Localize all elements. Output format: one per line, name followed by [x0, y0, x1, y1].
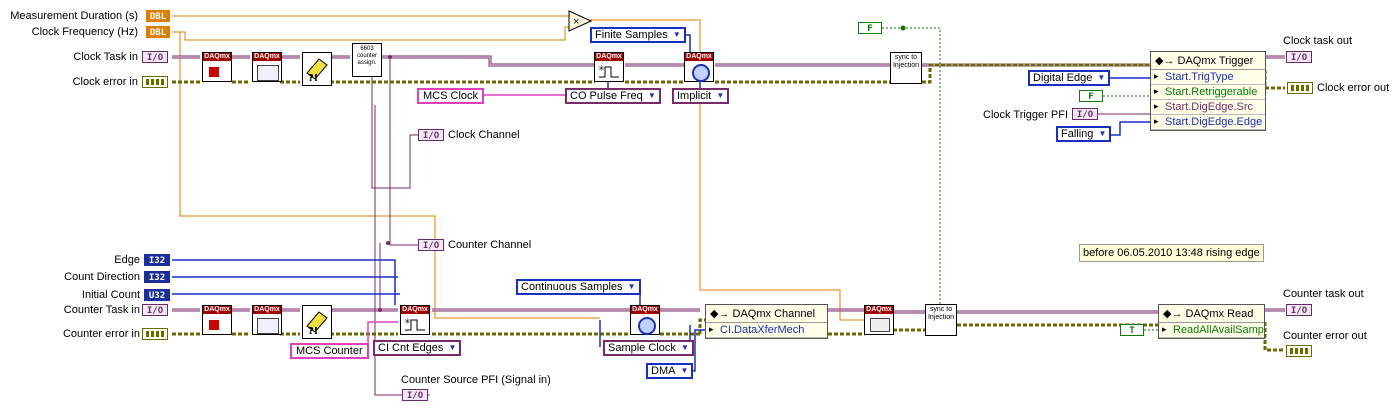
dma-constant[interactable]: DMA — [646, 363, 694, 379]
sync-to-injection-vi-2[interactable]: sync to Injection — [925, 304, 957, 336]
bool-wires — [882, 27, 1160, 331]
sync-to-injection-vi-1[interactable]: sync to Injection — [890, 52, 922, 84]
measurement-duration-terminal[interactable]: DBL — [146, 10, 170, 22]
count-direction-terminal[interactable]: I32 — [144, 271, 170, 283]
daqmx-clear-task-vi-2[interactable]: DAQmx — [202, 305, 232, 335]
initial-count-terminal[interactable]: U32 — [144, 289, 170, 301]
error-wires — [172, 63, 1285, 352]
measurement-duration-label: Measurement Duration (s) — [10, 10, 138, 22]
clock-task-out-label: Clock task out — [1283, 35, 1353, 47]
clear-errors-vi[interactable]: ?! — [302, 52, 332, 86]
channel-row-data-xfer-mech[interactable]: CI.DataXferMech — [706, 323, 827, 338]
daqmx-start-task-vi[interactable]: DAQmx — [864, 305, 894, 335]
counter-error-out-label: Counter error out — [1283, 330, 1367, 342]
counter-error-out-terminal[interactable] — [1286, 345, 1312, 357]
stop-icon — [209, 320, 219, 330]
trigger-row-dig-edge-src[interactable]: Start.DigEdge.Src — [1151, 100, 1265, 115]
clock-error-out-terminal[interactable] — [1287, 82, 1313, 94]
channel-node-title: DAQmx Channel — [732, 308, 816, 320]
clock-icon — [638, 317, 656, 335]
eraser-icon: ?! — [306, 58, 328, 84]
counter-task-in-terminal[interactable]: I/O — [142, 304, 168, 316]
counter-task-out-terminal[interactable]: I/O — [1286, 304, 1312, 316]
property-node-icon: ◆→ — [1163, 308, 1186, 320]
trigger-row-trig-type[interactable]: Start.TrigType — [1151, 70, 1265, 85]
svg-text:✳: ✳ — [598, 64, 605, 73]
svg-text:×: × — [573, 16, 579, 28]
dbl-wires — [172, 15, 865, 321]
svg-text:?!: ?! — [308, 326, 318, 336]
counter-channel-terminal[interactable]: I/O — [418, 239, 444, 251]
edge-label: Edge — [114, 254, 140, 266]
task-icon — [257, 318, 279, 334]
clock-trigger-pfi-label: Clock Trigger PFI — [983, 109, 1068, 121]
daqmx-channel-property-node[interactable]: ◆→ DAQmx Channel CI.DataXferMech — [705, 304, 828, 339]
continuous-samples-constant[interactable]: Continuous Samples — [516, 279, 641, 295]
clock-task-in-terminal[interactable]: I/O — [142, 51, 168, 63]
finite-samples-constant[interactable]: Finite Samples — [590, 27, 686, 43]
svg-text:?!: ?! — [308, 73, 318, 83]
daqmx-timing-clock-vi[interactable]: DAQmx — [684, 52, 714, 82]
trigger-row-retriggerable[interactable]: Start.Retriggerable — [1151, 85, 1265, 100]
daqmx-clear-task-vi[interactable]: DAQmx — [202, 52, 232, 82]
count-direction-label: Count Direction — [64, 271, 140, 283]
counter-task-in-label: Counter Task in — [63, 304, 140, 316]
ci-cnt-edges-constant[interactable]: CI Cnt Edges — [373, 340, 462, 356]
multiply-node[interactable]: × — [568, 10, 592, 32]
mcs-counter-constant[interactable]: MCS Counter — [290, 343, 369, 359]
bool-false-constant-2[interactable]: F — [1079, 90, 1103, 102]
property-node-icon: ◆→ — [1155, 55, 1178, 67]
counter-task-out-label: Counter task out — [1283, 288, 1364, 300]
clock-frequency-terminal[interactable]: DBL — [146, 26, 170, 38]
counter-source-pfi-label: Counter Source PFI (Signal in) — [401, 374, 551, 386]
read-row-read-all-avail-samp[interactable]: ReadAllAvailSamp — [1159, 323, 1264, 338]
clock-trigger-pfi-terminal[interactable]: I/O — [1072, 108, 1098, 120]
counter-source-pfi-terminal[interactable]: I/O — [402, 389, 428, 401]
mcs-clock-constant[interactable]: MCS Clock — [417, 88, 485, 104]
counter-error-in-terminal[interactable] — [142, 328, 168, 340]
sample-clock-constant[interactable]: Sample Clock — [603, 340, 694, 356]
clock-channel-label: Clock Channel — [448, 129, 520, 141]
bool-false-constant-1[interactable]: F — [858, 22, 882, 34]
daqmx-create-ci-channel-vi[interactable]: DAQmx ✳ — [400, 305, 430, 335]
clock-error-in-label: Clock error in — [72, 76, 138, 88]
clock-channel-terminal[interactable]: I/O — [418, 129, 444, 141]
property-node-icon: ◆→ — [710, 308, 733, 320]
svg-text:✳: ✳ — [404, 317, 411, 326]
clock-task-in-label: Clock Task in — [73, 51, 138, 63]
clock-frequency-label: Clock Frequency (Hz) — [31, 26, 138, 38]
trigger-node-title: DAQmx Trigger — [1177, 55, 1254, 67]
counter-assign-vi[interactable]: 6603 counter assign. — [352, 43, 382, 77]
eraser-icon: ?! — [306, 311, 328, 337]
implicit-constant[interactable]: Implicit — [672, 88, 730, 104]
daqmx-read-property-node[interactable]: ◆→ DAQmx Read ReadAllAvailSamp — [1158, 304, 1265, 339]
read-node-title: DAQmx Read — [1185, 308, 1254, 320]
initial-count-label: Initial Count — [81, 289, 140, 301]
daqmx-create-task-vi-2[interactable]: DAQmx — [252, 305, 282, 335]
comment-label: before 06.05.2010 13:48 rising edge — [1079, 244, 1264, 262]
start-icon — [870, 318, 890, 332]
stop-icon — [209, 67, 219, 77]
bool-true-constant[interactable]: T — [1120, 324, 1144, 336]
clock-error-in-terminal[interactable] — [142, 76, 168, 88]
trigger-row-dig-edge-edge[interactable]: Start.DigEdge.Edge — [1151, 115, 1265, 130]
edge-count-icon: ✳ — [404, 317, 425, 331]
counter-error-in-label: Counter error in — [62, 328, 140, 340]
digital-edge-constant[interactable]: Digital Edge — [1028, 70, 1111, 86]
clear-errors-vi-2[interactable]: ?! — [302, 305, 332, 339]
clock-task-out-terminal[interactable]: I/O — [1286, 51, 1312, 63]
pulse-icon: ✳ — [598, 64, 619, 78]
daqmx-create-co-channel-vi[interactable]: DAQmx ✳ — [594, 52, 624, 82]
edge-terminal[interactable]: I32 — [144, 254, 170, 266]
counter-channel-label: Counter Channel — [448, 239, 532, 251]
task-icon — [257, 65, 279, 81]
clock-icon — [692, 64, 710, 82]
daqmx-timing-counter-vi[interactable]: DAQmx — [630, 305, 660, 335]
daqmx-create-task-vi[interactable]: DAQmx — [252, 52, 282, 82]
clock-error-out-label: Clock error out — [1317, 82, 1390, 94]
daqmx-trigger-property-node[interactable]: ◆→ DAQmx Trigger Start.TrigType Start.Re… — [1150, 51, 1266, 131]
co-pulse-freq-constant[interactable]: CO Pulse Freq — [565, 88, 661, 104]
falling-constant[interactable]: Falling — [1056, 126, 1112, 142]
